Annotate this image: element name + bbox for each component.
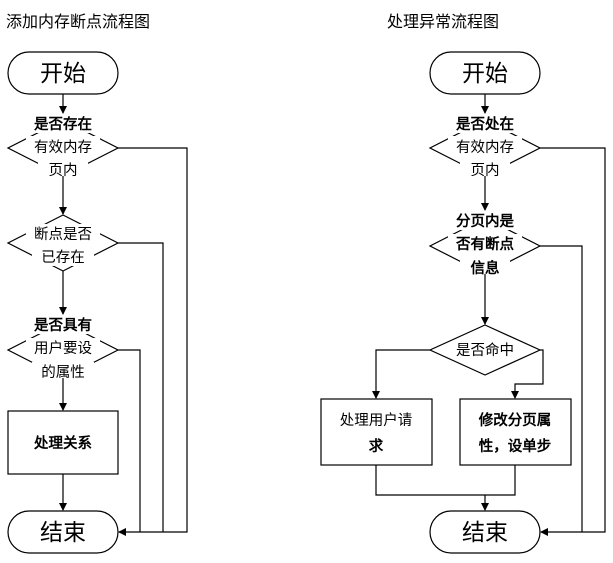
left-decision-1-line-1: 是否存在 xyxy=(33,115,92,133)
right-process-left-box xyxy=(320,398,433,466)
right-decision-1-line-1: 是否处在 xyxy=(455,115,514,133)
right-process-left-line-1: 处理用户请 xyxy=(340,412,413,429)
right-decision-3-label: 是否命中 xyxy=(456,341,514,359)
left-decision-1-line-2: 有效内存 xyxy=(34,139,92,156)
right-start-label: 开始 xyxy=(462,61,508,87)
right-decision-2-line-1: 分页内是 xyxy=(456,212,514,230)
left-decision-3-line-3: 的属性 xyxy=(41,364,85,381)
right-decision-3 xyxy=(428,324,542,376)
right-process-left-line-2: 求 xyxy=(369,437,384,455)
right-decision-2-line-2: 否有断点 xyxy=(455,235,514,253)
left-decision-1-line-3: 页内 xyxy=(49,162,78,179)
right-process-right-line-2: 性，设单步 xyxy=(479,437,552,455)
left-decision-2-line-2: 已存在 xyxy=(41,249,85,266)
left-connectors xyxy=(59,94,188,536)
right-end-label: 结束 xyxy=(462,520,508,546)
right-decision-1-line-3: 页内 xyxy=(471,162,500,179)
right-process-right-box xyxy=(459,398,572,466)
left-decision-3-line-2: 用户要设 xyxy=(34,340,92,357)
left-start-label: 开始 xyxy=(40,61,86,87)
right-flowchart: 处理异常流程图 开始 是否处在 有效内存 页内 分页内是 否有断点 信息 是否命… xyxy=(320,12,606,554)
left-decision-2-line-1: 断点是否 xyxy=(34,226,92,243)
left-process-label: 处理关系 xyxy=(33,434,92,452)
right-decision-2-line-3: 信息 xyxy=(471,259,500,277)
right-connectors xyxy=(372,94,606,536)
right-decision-1-line-2: 有效内存 xyxy=(456,139,514,156)
left-flowchart: 添加内存断点流程图 开始 是否存在 有效内存 页内 断点是否 已存在 是否具有 … xyxy=(6,12,188,554)
left-decision-3-line-1: 是否具有 xyxy=(33,316,92,334)
left-title: 添加内存断点流程图 xyxy=(6,12,150,31)
right-process-right-line-1: 修改分页属 xyxy=(478,411,552,429)
right-title: 处理异常流程图 xyxy=(387,12,499,31)
left-end-label: 结束 xyxy=(40,520,86,546)
left-process-box xyxy=(7,410,119,475)
